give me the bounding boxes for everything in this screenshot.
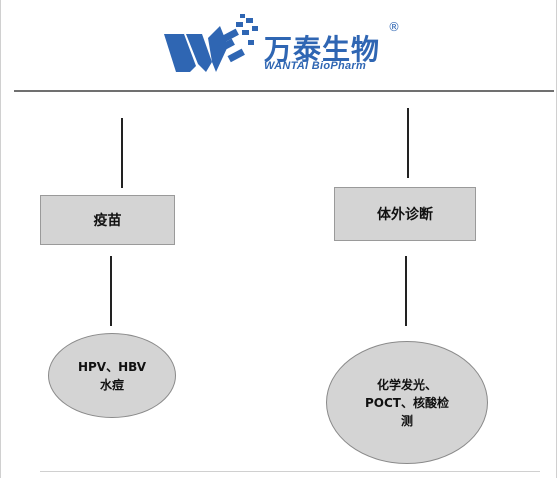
- header-divider: [14, 90, 554, 92]
- wantai-logo: 万泰生物 ® WANTAI BioPharm: [162, 12, 402, 76]
- category-node-ivd: 体外诊断: [334, 187, 476, 241]
- category-node-vaccine: 疫苗: [40, 195, 175, 245]
- logo-english-name: WANTAI BioPharm: [264, 60, 367, 72]
- product-node-ivd: 化学发光、 POCT、核酸检 测: [326, 341, 488, 464]
- product-label: 测: [400, 413, 413, 428]
- registered-mark: ®: [388, 20, 400, 34]
- product-label: 化学发光、: [376, 377, 437, 392]
- connector-line: [407, 108, 409, 178]
- wantai-logo-mark-icon: [164, 14, 258, 72]
- page-edge-bottom: [40, 471, 540, 472]
- connector-line: [405, 256, 407, 326]
- product-label: POCT、核酸检: [365, 395, 449, 410]
- connector-line: [110, 256, 112, 326]
- connector-line: [121, 118, 123, 188]
- logo-chinese-name: 万泰生物: [264, 33, 381, 66]
- product-label: 水痘: [99, 377, 124, 392]
- page-edge-left: [0, 0, 1, 478]
- product-label: HPV、HBV: [77, 359, 147, 374]
- product-node-vaccine: HPV、HBV 水痘: [48, 333, 176, 418]
